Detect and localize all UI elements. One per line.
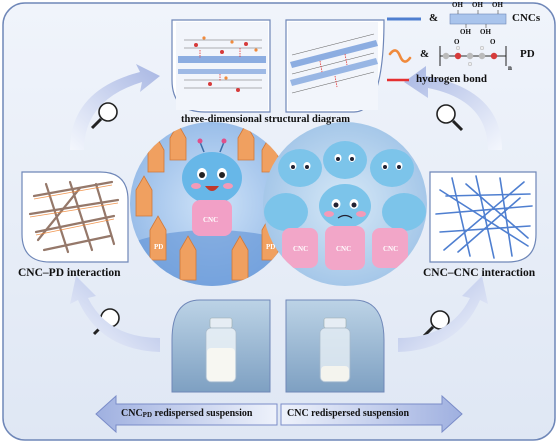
legend-pd: PD bbox=[520, 48, 535, 60]
legend-amp-2: & bbox=[420, 48, 430, 60]
vial-box-left bbox=[171, 299, 271, 393]
legend-n: n bbox=[508, 64, 512, 72]
legend-hbond: hydrogen bond bbox=[416, 73, 488, 85]
bottom-left-rest: redispersed suspension bbox=[152, 408, 253, 419]
arc-arrow-bottom-left bbox=[70, 276, 160, 352]
bottom-left-sub: PD bbox=[142, 411, 153, 419]
structure-box-left bbox=[171, 19, 271, 113]
mascot-label-right: CNC bbox=[336, 245, 352, 253]
bottom-left-main: CNC bbox=[121, 408, 143, 419]
cnc-cnc-panel bbox=[429, 171, 537, 263]
legend-oh-5: OH bbox=[480, 28, 491, 36]
legend-oh-4: OH bbox=[460, 28, 471, 36]
arc-arrow-top-left bbox=[70, 64, 160, 150]
legend-o-1: O bbox=[454, 38, 460, 46]
arc-arrow-top-right bbox=[404, 66, 502, 150]
bottom-left-label: CNCPD redispersed suspension bbox=[121, 408, 252, 419]
cnc-cnc-label: CNC–CNC interaction bbox=[423, 267, 536, 279]
pd-label-1: PD bbox=[154, 243, 164, 251]
legend-oh-2: OH bbox=[472, 1, 483, 9]
cnc-pd-label: CNC–PD interaction bbox=[18, 267, 121, 279]
magnifier-icon-top-left bbox=[90, 102, 118, 130]
magnifier-icon-top-right bbox=[436, 104, 464, 132]
scene-right-circle bbox=[263, 122, 427, 286]
legend-pd-squiggle bbox=[388, 49, 412, 63]
pd-label-2: PD bbox=[266, 243, 276, 251]
mascot-label-right-3: CNC bbox=[383, 245, 399, 253]
cnc-pd-panel bbox=[21, 171, 129, 263]
magnifier-icon-bottom-right bbox=[422, 310, 450, 338]
mascot-label-left: CNC bbox=[203, 216, 219, 224]
legend-graphics bbox=[387, 10, 507, 82]
legend-pd-molecule bbox=[439, 46, 507, 67]
legend-o-2: O bbox=[490, 38, 496, 46]
arc-arrow-bottom-right bbox=[398, 276, 488, 352]
legend-oh-3: OH bbox=[492, 1, 503, 9]
legend-cncs: CNCs bbox=[512, 12, 541, 24]
structure-title: three-dimensional structural diagram bbox=[181, 114, 350, 125]
bottom-right-label: CNC redispersed suspension bbox=[287, 408, 410, 419]
arrow-bottom-right bbox=[280, 394, 463, 434]
structure-box-right bbox=[285, 19, 385, 113]
arrow-bottom-left bbox=[95, 394, 278, 434]
vial-box-right bbox=[285, 299, 385, 393]
mascot-label-right-2: CNC bbox=[293, 245, 309, 253]
legend-oh-1: OH bbox=[452, 1, 463, 9]
legend-amp-1: & bbox=[429, 12, 439, 24]
legend-cnc-crystal bbox=[449, 13, 507, 25]
